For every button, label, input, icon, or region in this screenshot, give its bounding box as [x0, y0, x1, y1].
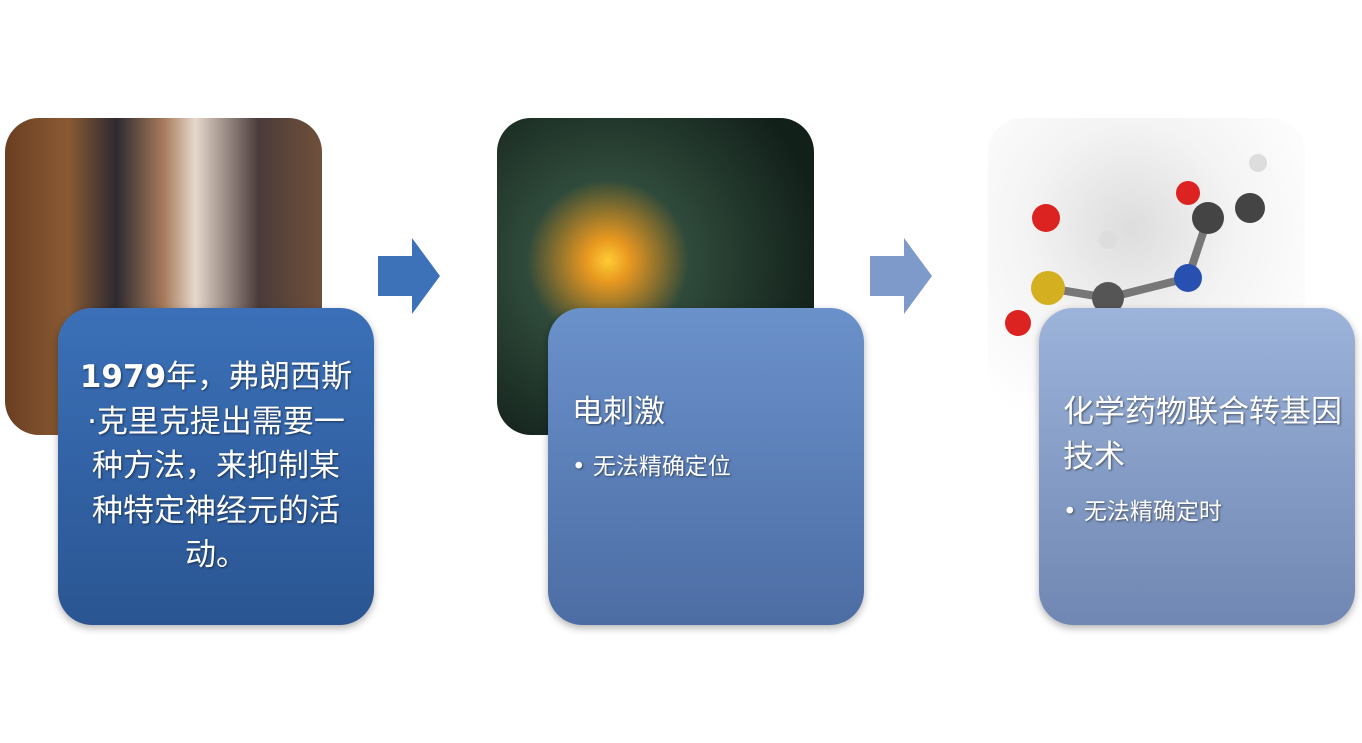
step-description: 年，弗朗西斯·克里克提出需要一种方法，来抑制某种特定神经元的活动。: [87, 359, 353, 573]
arrow-right-icon: [378, 238, 440, 314]
step-bullet: • 无法精确定位: [572, 454, 731, 480]
step-box-chemical-transgenic: 化学药物联合转基因技术 • 无法精确定时: [1039, 308, 1355, 625]
step-box-electrical-stimulation: 电刺激 • 无法精确定位: [548, 308, 864, 625]
step-title: 化学药物联合转基因技术: [1063, 394, 1342, 475]
step-box-crick: 1979年，弗朗西斯·克里克提出需要一种方法，来抑制某种特定神经元的活动。: [58, 308, 374, 625]
year-text: 1979: [79, 359, 167, 395]
step-bullet: • 无法精确定时: [1063, 499, 1222, 525]
arrow-right-icon: [870, 238, 932, 314]
step-title: 电刺激: [572, 394, 665, 430]
